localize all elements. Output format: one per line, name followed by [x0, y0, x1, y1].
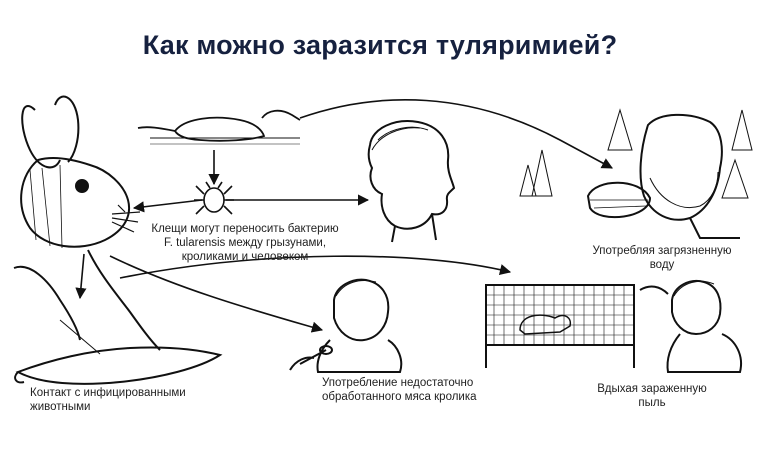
man-eating-illustration [289, 278, 403, 373]
bearded-man-illustration [586, 113, 740, 239]
caption-ticks-line-2: F. tularensis между грызунами, [163, 237, 327, 249]
caption-water-line-1: Употребляя загрязненную [592, 245, 732, 257]
arrow-rodent-to-water [299, 98, 613, 169]
caption-contact: Контакт с инфицированными животными [30, 386, 250, 414]
caption-contact-line-1: Контакт с инфицированными [30, 387, 186, 399]
caption-water: Употребляя загрязненную воду [572, 244, 752, 272]
caption-ticks-line-1: Клещи могут переносить бактерию [151, 223, 339, 235]
trees-illustration [519, 108, 753, 199]
page-title: Как можно заразится туляримией? [142, 30, 618, 60]
tick-illustration [194, 181, 234, 215]
caption-meat: Употребление недостаточно обработанного … [322, 376, 522, 404]
caption-dust: Вдыхая зараженную пыль [562, 382, 742, 410]
caption-dust-line-2: пыль [638, 397, 666, 409]
arrow-tick-to-rabbit [132, 199, 203, 213]
transmission-arrows [75, 98, 613, 333]
rabbit-head-illustration [20, 95, 141, 249]
skinning-hands-illustration [13, 249, 223, 385]
caption-dust-line-1: Вдыхая зараженную [597, 383, 707, 395]
caption-ticks-line-3: кроликами и человеком [181, 251, 309, 263]
caption-water-line-2: воду [649, 259, 675, 271]
caption-meat-line-2: обработанного мяса кролика [322, 391, 477, 403]
cage-illustration [485, 284, 635, 368]
arrow-rabbit-to-dust [119, 255, 512, 279]
arrow-rabbit-to-contact [75, 253, 87, 300]
caption-contact-line-2: животными [30, 401, 91, 413]
caption-meat-line-1: Употребление недостаточно [322, 377, 474, 389]
caption-ticks: Клещи могут переносить бактерию F. tular… [130, 222, 360, 264]
man-profile-illustration [367, 120, 456, 243]
arrow-rabbit-to-meat [109, 255, 324, 333]
man-inhaling-illustration [639, 280, 742, 373]
rodent-illustration [137, 109, 301, 145]
